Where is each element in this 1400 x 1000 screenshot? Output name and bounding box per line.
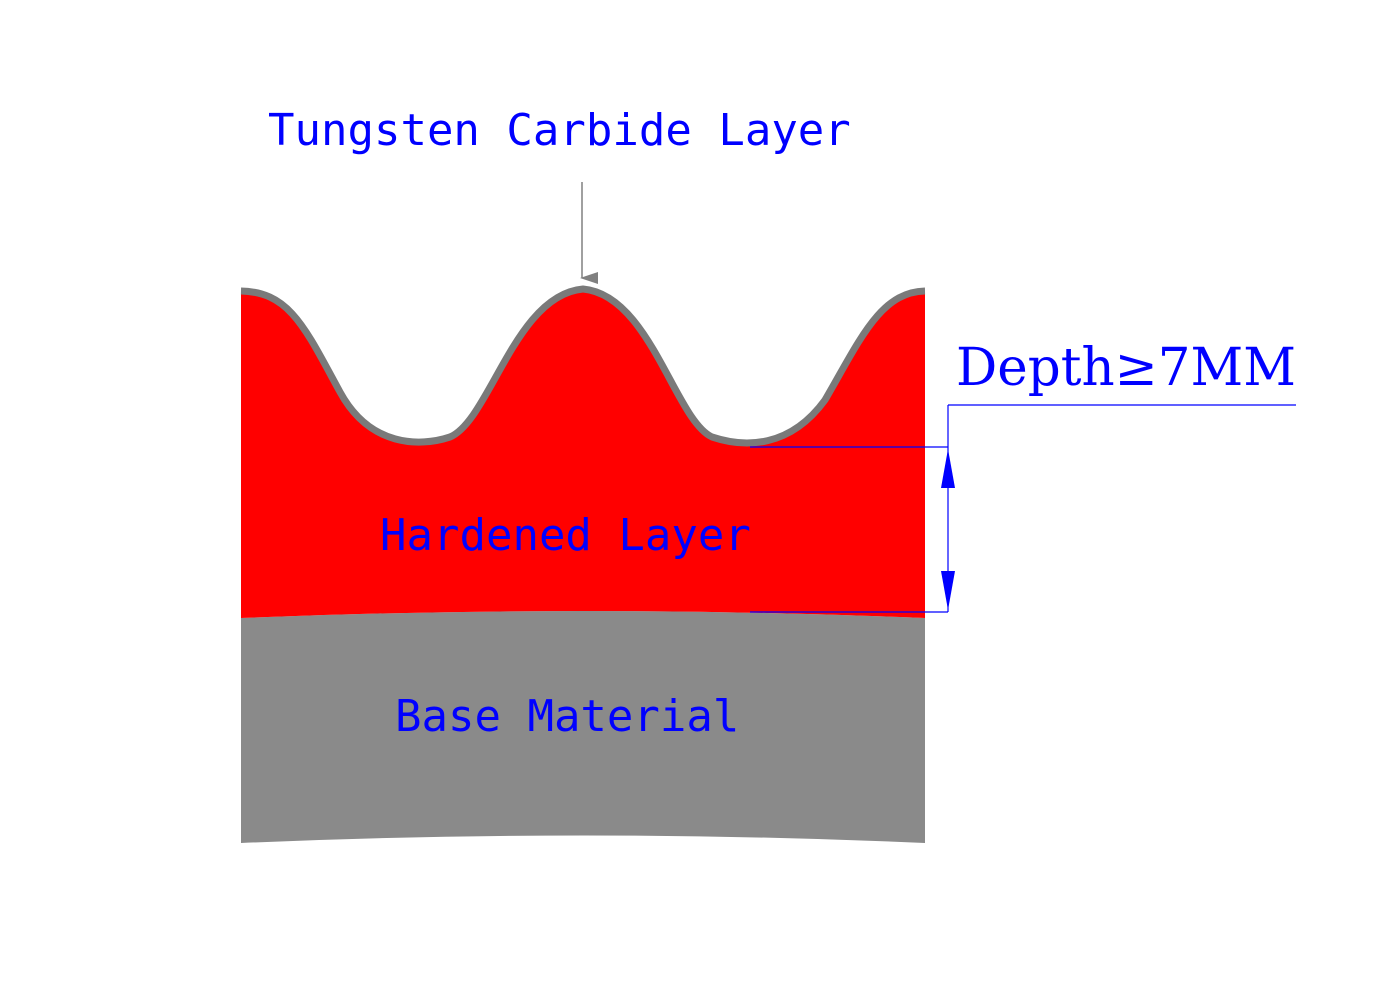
dimension-arrow-up-icon (941, 449, 955, 488)
hardened-layer-label: Hardened Layer (380, 510, 751, 561)
depth-label: Depth≥7MM (956, 338, 1296, 398)
tungsten-carbide-coating (240, 285, 926, 447)
dimension-arrow-down-icon (941, 571, 955, 610)
base-material-label: Base Material (395, 691, 739, 742)
tungsten-carbide-label: Tungsten Carbide Layer (268, 105, 851, 156)
depth-dimension (750, 404, 1296, 613)
hardened-layer-region (241, 289, 925, 618)
base-material-region (241, 611, 925, 843)
